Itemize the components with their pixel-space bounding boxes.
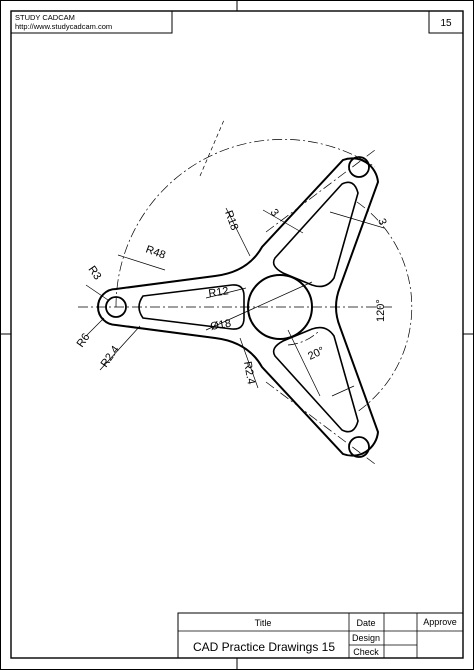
- title-block: Title CAD Practice Drawings 15 Date Desi…: [177, 612, 464, 659]
- approve-label: Approve: [423, 617, 457, 627]
- slot-left: [138, 284, 245, 330]
- design-label: Design: [352, 633, 380, 643]
- dim-r6: R6: [75, 331, 93, 349]
- dim-r18: R18: [222, 209, 240, 232]
- hole-lower: [348, 436, 370, 458]
- dim-thickness-b: 3: [375, 217, 388, 227]
- dim-thickness-a: 3: [268, 207, 281, 219]
- header-label-box: STUDY CADCAM http://www.studycadcam.com: [10, 10, 173, 34]
- dim-angle-20: 20°: [306, 345, 326, 363]
- centre-bore: [247, 274, 313, 340]
- part-outer-profile: [97, 157, 380, 457]
- centre-lines: [78, 119, 413, 465]
- brand-text: STUDY CADCAM: [15, 13, 75, 22]
- sheet-number-box: 15: [428, 10, 464, 34]
- dim-r2-4-bottom: R2.4: [241, 360, 257, 385]
- sheet-number: 15: [440, 18, 452, 29]
- dimension-lines: [85, 207, 385, 397]
- check-label: Check: [353, 647, 379, 657]
- slot-lower: [272, 326, 359, 433]
- slot-upper: [272, 181, 359, 288]
- hole-upper: [348, 156, 370, 178]
- date-label: Date: [356, 618, 375, 628]
- hole-left: [105, 296, 127, 318]
- part-drawing: R3 R6 R48 R18 R12 Ø18 R2.4 R2.4 3 3 120°…: [75, 119, 413, 465]
- title-header: Title: [255, 618, 272, 628]
- dim-r48: R48: [144, 244, 167, 262]
- dim-angle-120: 120°: [375, 299, 387, 322]
- dim-r2-4-left: R2.4: [99, 344, 122, 370]
- dimension-labels: R3 R6 R48 R18 R12 Ø18 R2.4 R2.4 3 3 120°…: [75, 207, 389, 386]
- title-value: CAD Practice Drawings 15: [193, 640, 335, 654]
- dim-r12: R12: [208, 285, 230, 300]
- brand-url: http://www.studycadcam.com: [15, 22, 112, 31]
- drawing-frame: [10, 10, 464, 659]
- dim-r3: R3: [86, 264, 104, 282]
- dim-dia18: Ø18: [209, 318, 232, 333]
